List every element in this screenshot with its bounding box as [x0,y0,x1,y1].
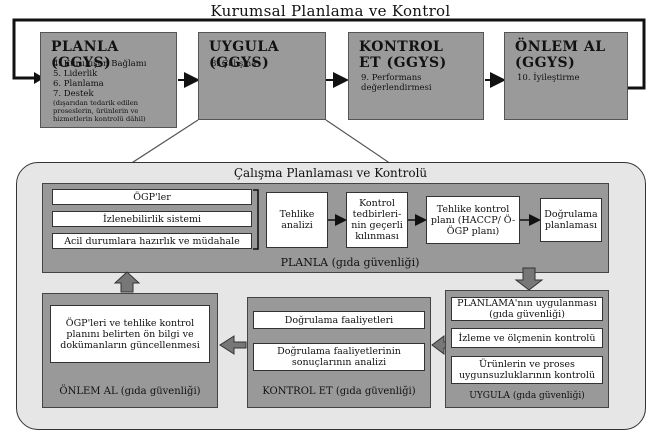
box-kontrol-title: KONTROL ET (GGYS) [359,39,447,71]
loop-arrowhead [34,72,44,84]
kontrol-label: KONTROL ET (gıda güvenliği) [262,386,416,397]
main-title: Kurumsal Planlama ve Kontrol [210,2,451,20]
list-item: 4. Kuruluşun Bağlamı [53,59,147,69]
list-item: 5. Liderlik [53,69,98,79]
box-uygula-title: UYGULA (GGYS) [209,39,280,71]
zoom-line-right [325,119,401,171]
verification-analysis-box: Doğrulama faaliyetlerinin sonuçlarının a… [253,343,425,371]
list-item: değerlendirmesi [361,83,432,93]
hazard-analysis-box: Tehlike analizi [266,192,328,248]
list-item: 10. İyileştirme [517,73,580,83]
title-line: (GGYS) [515,55,576,71]
item-title: 7. Destek [53,89,94,99]
box-planla-ggys: PLANLA (GGYS) 4. Kuruluşun Bağlamı 5. Li… [40,32,177,128]
box-kontrol-ggys: KONTROL ET (GGYS) 9. Performans değerlen… [348,32,484,120]
title-line: ÖNLEM AL [515,39,606,55]
box-planla-items: 4. Kuruluşun Bağlamı 5. Liderlik 6. Plan… [53,59,176,123]
item-detail: (dışarıdan tedarik edilen proseslerin, ü… [53,99,146,123]
box-uygula-items: 8. Çalışma [211,59,256,69]
traceability-box: İzlenebilirlik sistemi [52,211,252,227]
list-item: 8. Çalışma [211,59,257,69]
planla-label: PLANLA (gıda güvenliği) [280,256,420,269]
box-kontrol-items: 9. Performans değerlendirmesi [361,73,432,93]
loop-line [12,18,646,90]
ogp-box: ÖGP'ler [52,189,252,205]
hazard-control-plan-box: Tehlike kontrol planı (HACCP/ Ö-ÖGP plan… [426,196,520,244]
emergency-box: Acil durumlara hazırlık ve müdahale [52,233,252,249]
uygula-label: UYGULA (gıda güvenliği) [469,391,585,401]
arrow-up-icon [113,271,141,293]
title-line: ET (GGYS) [359,55,447,71]
arrow-left-icon [219,335,247,355]
box-onlem-ggys: ÖNLEM AL (GGYS) 10. İyileştirme [504,32,628,120]
box-onlem-title: ÖNLEM AL (GGYS) [515,39,606,71]
box-uygula-ggys: UYGULA (GGYS) 8. Çalışma [198,32,326,120]
plan-implementation-box: PLANLAMA'nın uygulanması (gıda güvenliği… [451,297,603,321]
title-line: KONTROL [359,39,444,55]
bracket-line [253,189,259,250]
update-documents-box: ÖGP'leri ve tehlike kontrol planını beli… [50,305,210,363]
box-onlem-items: 10. İyileştirme [517,73,580,83]
nonconformity-control-box: Ürünlerin ve proses uygunsuzluklarının k… [451,356,603,384]
list-item: 7. Destek (dışarıdan tedarik edilen pros… [53,89,176,123]
monitoring-control-box: İzleme ve ölçmenin kontrolü [451,328,603,348]
list-item: 6. Planlama [53,79,104,89]
sub-title: Çalışma Planlaması ve Kontrolü [233,166,428,180]
verification-planning-box: Doğrulama planlaması [540,198,602,242]
verification-activities-box: Doğrulama faaliyetleri [253,311,425,329]
onlem-label: ÖNLEM AL (gıda güvenliği) [59,386,201,397]
list-item: 9. Performans [361,73,422,83]
control-measures-box: Kontrol tedbirleri-nin geçerli kılınması [346,192,408,248]
box-planla-title: PLANLA (GGYS) [51,39,119,71]
arrow-down-icon [514,267,544,291]
